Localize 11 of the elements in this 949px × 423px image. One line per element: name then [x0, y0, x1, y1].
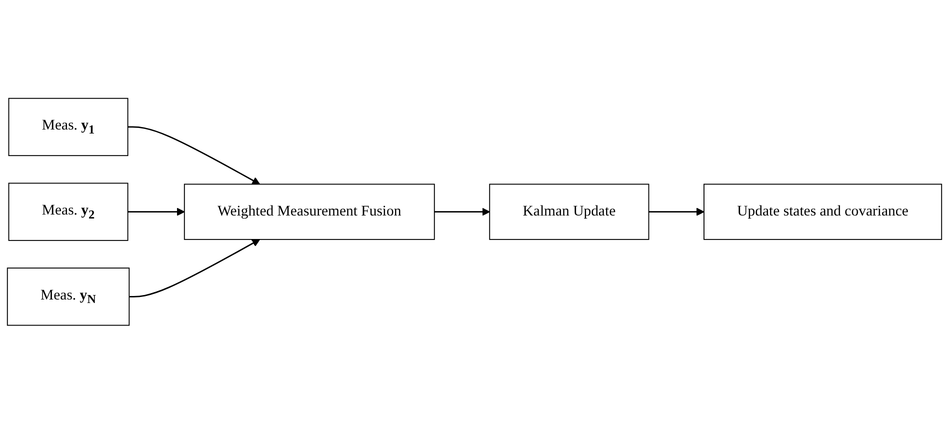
node-box: Weighted Measurement Fusion — [184, 183, 435, 240]
node-box: Meas. y$_{1}$ — [8, 98, 128, 156]
arrow — [648, 207, 704, 216]
arrow — [434, 207, 490, 216]
arrow — [128, 207, 185, 216]
node-box: Meas. y$_{N}$ — [6, 267, 130, 326]
arrow — [128, 126, 260, 184]
node-box: Update states and covariance — [704, 183, 942, 240]
node-box: Meas. y$_{2}$ — [8, 182, 128, 241]
node-box: Kalman Update — [489, 183, 650, 240]
arrow — [129, 238, 260, 298]
